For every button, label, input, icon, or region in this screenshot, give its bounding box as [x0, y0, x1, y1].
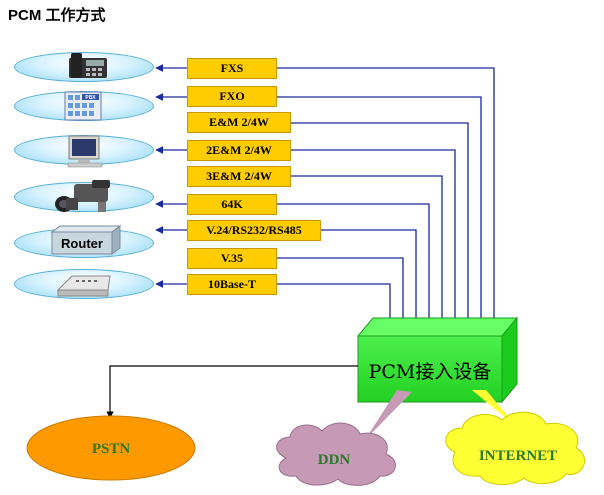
internet-label: INTERNET: [479, 448, 557, 464]
pbx-icon: PBX: [64, 91, 102, 121]
interface-fxo: FXO: [187, 86, 277, 107]
router-box: Router: [50, 225, 122, 255]
internet-cloud: INTERNET: [445, 390, 586, 485]
pstn-label: PSTN: [92, 441, 131, 457]
pcm-device: PCM接入设备: [356, 316, 519, 404]
interface-64k: 64K: [187, 194, 277, 215]
telephone-icon: [69, 53, 107, 78]
interface-em: E&M 2/4W: [187, 112, 291, 133]
interface-fxs: FXS: [187, 58, 277, 79]
pcm-device-label: PCM接入设备: [369, 361, 492, 383]
pstn-link: [106, 365, 358, 419]
computer-icon: [67, 135, 103, 168]
video-camera-icon: [55, 180, 110, 212]
router-label: Router: [61, 236, 103, 251]
modem-icon: [56, 275, 111, 297]
diagram-title: PCM 工作方式: [8, 7, 106, 24]
interface-3em: 3E&M 2/4W: [187, 166, 291, 187]
interface-v35: V.35: [187, 248, 277, 269]
ddn-cloud: DDN: [276, 390, 412, 486]
interface-10baset: 10Base-T: [187, 274, 277, 295]
connection-lines: [155, 64, 495, 336]
interface-v24: V.24/RS232/RS485: [187, 220, 321, 241]
ddn-label: DDN: [318, 452, 351, 468]
pstn-cloud: PSTN: [26, 415, 196, 481]
pbx-label: PBX: [85, 95, 96, 101]
interface-2em: 2E&M 2/4W: [187, 140, 291, 161]
